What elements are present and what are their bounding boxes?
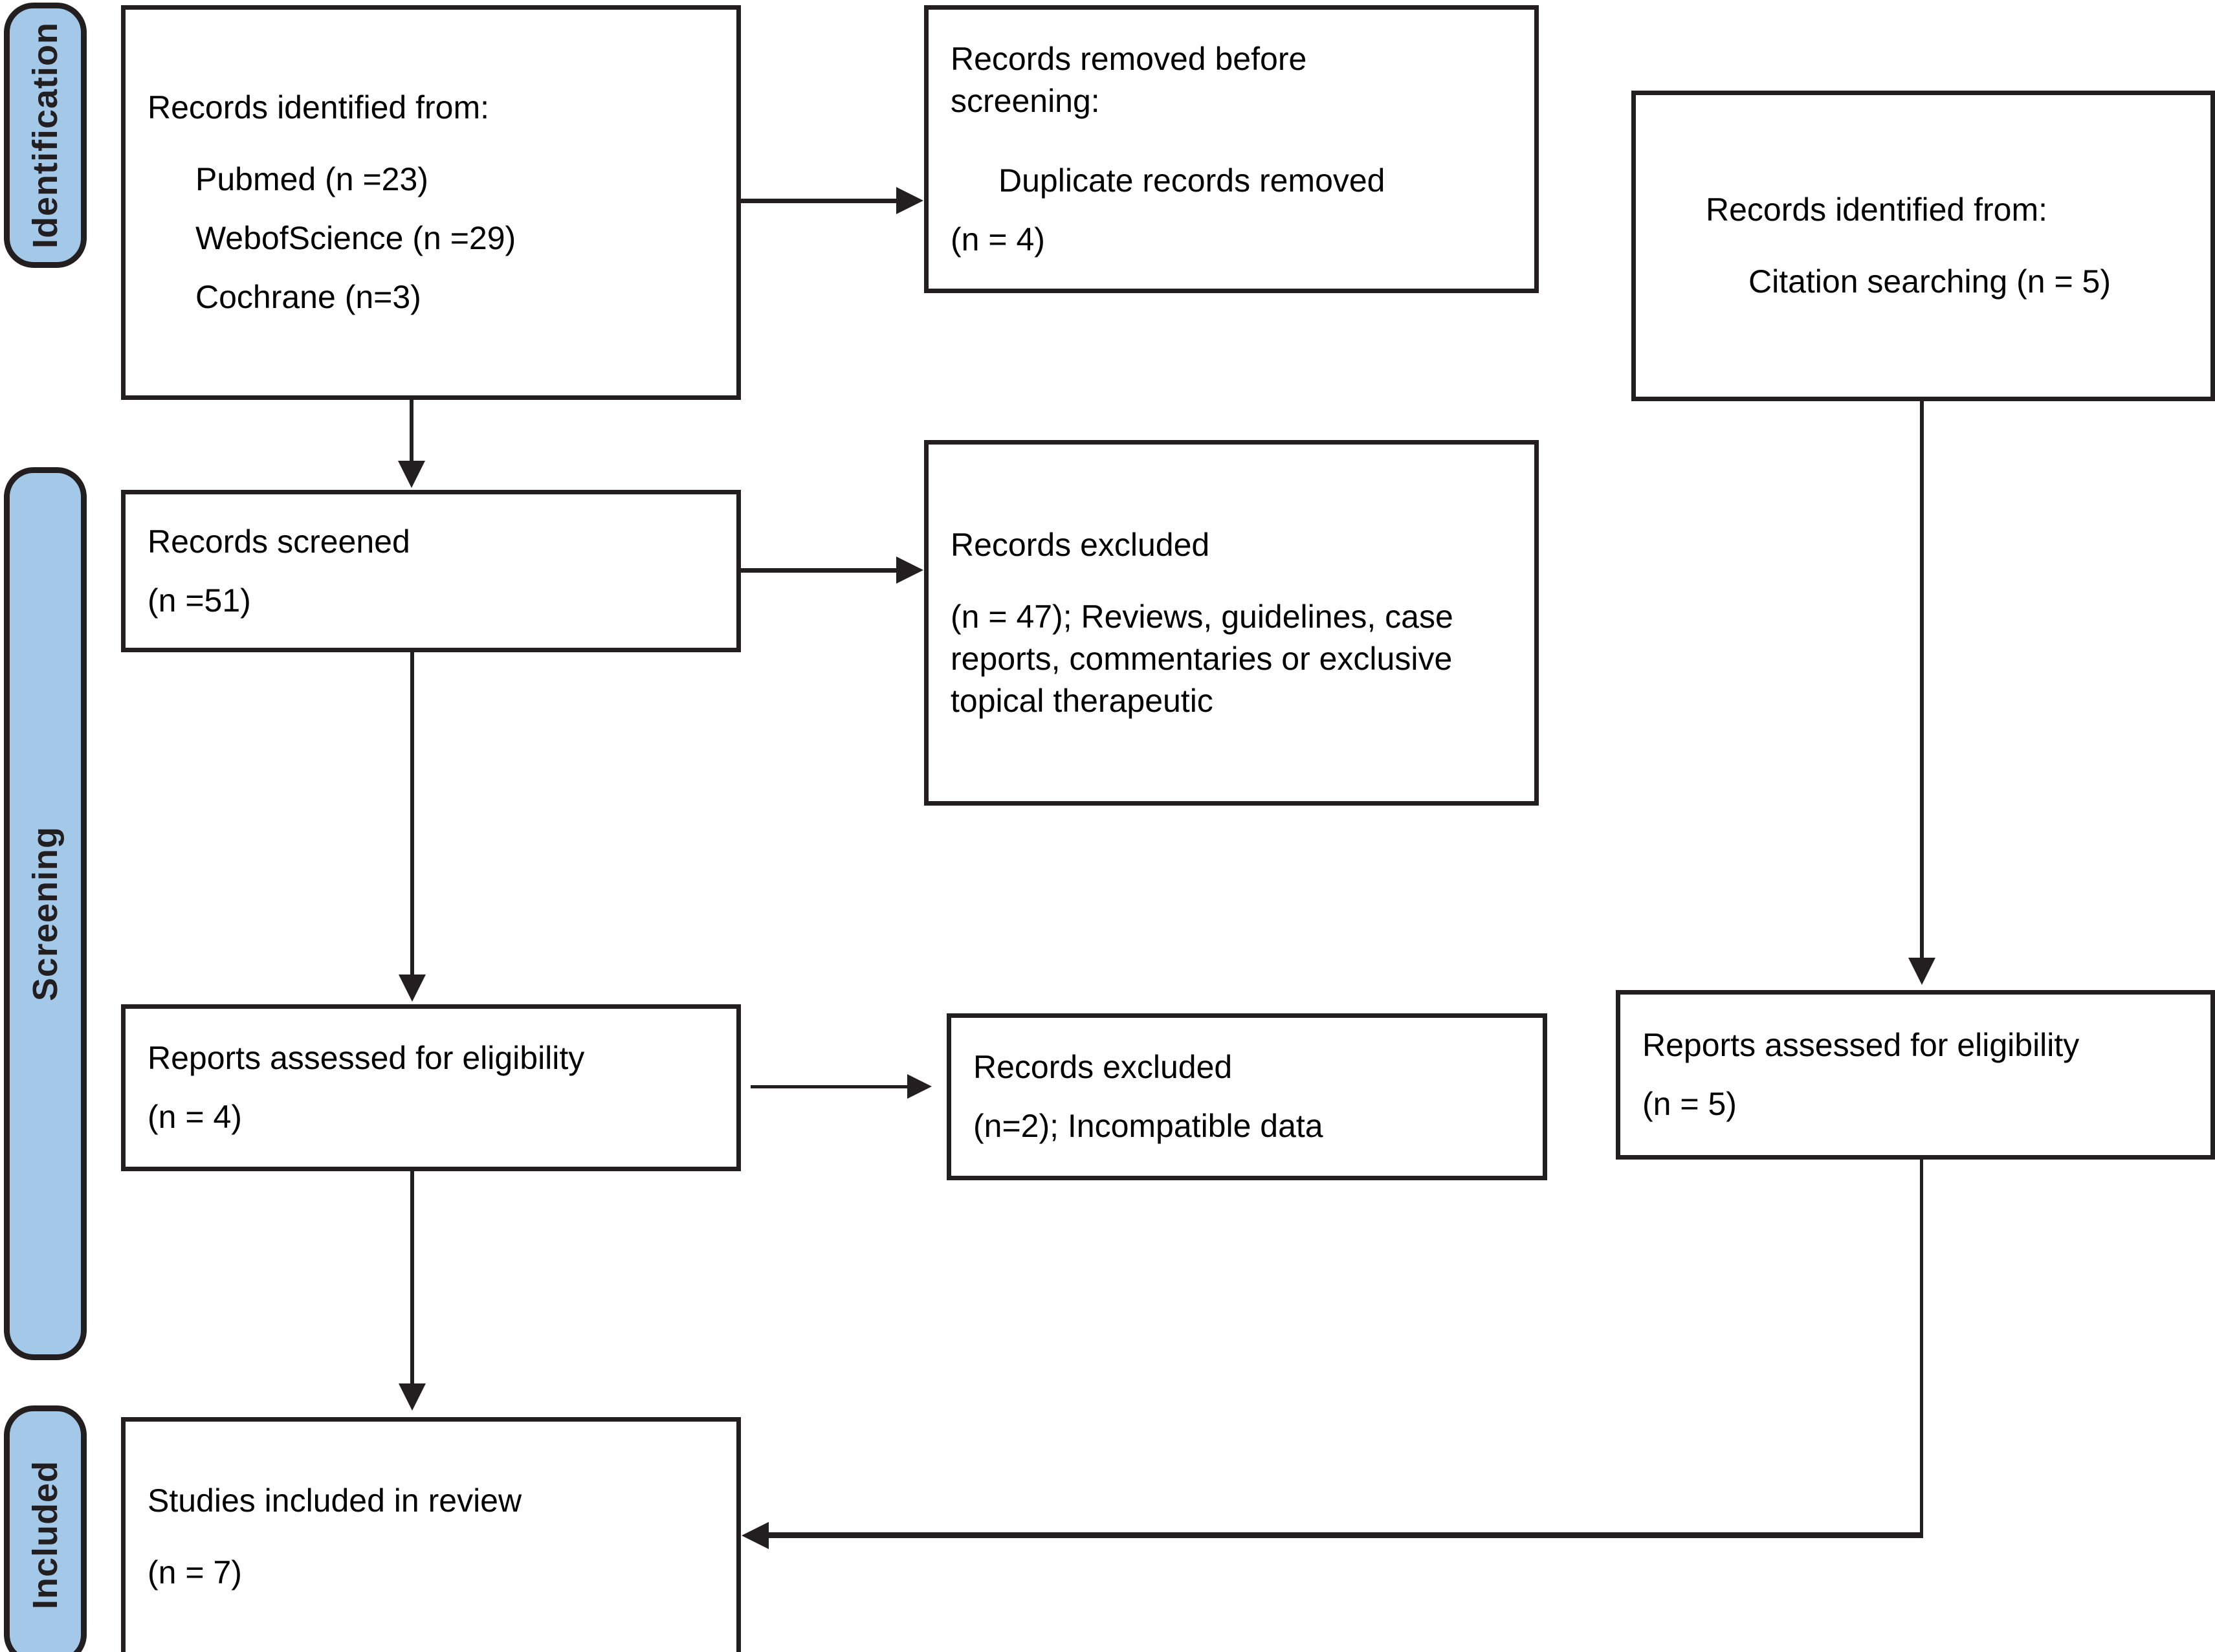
records-removed-italic-before: before xyxy=(1215,40,1307,77)
reports-assessed-left-count: (n = 4) xyxy=(148,1099,242,1135)
citation-identified-source: Citation searching (n = 5) xyxy=(1748,263,2111,300)
records-removed-detail: Duplicate records removed xyxy=(998,162,1385,199)
box-records-identified-databases: Records identified from: Pubmed (n =23) … xyxy=(121,5,741,400)
records-removed-line-2: screening: xyxy=(951,80,1512,122)
citation-identified-heading: Records identified from: xyxy=(1706,192,2048,228)
box-reports-assessed-right: Reports assessed for eligibility (n = 5) xyxy=(1616,990,2215,1160)
connector-reports-to-studies xyxy=(410,1171,414,1385)
connector-reports-to-excluded-eligibility xyxy=(751,1085,909,1088)
spacer xyxy=(973,1088,1521,1105)
box-reports-assessed-left: Reports assessed for eligibility (n = 4) xyxy=(121,1004,741,1171)
records-removed-colon: : xyxy=(1090,82,1100,119)
records-removed-italic-screening: screening xyxy=(951,82,1091,119)
spacer xyxy=(148,1522,714,1552)
stage-bar-screening: Screening xyxy=(4,467,87,1360)
spacer xyxy=(148,201,714,217)
box-records-screened: Records screened (n =51) xyxy=(121,490,741,652)
records-excluded-eligibility-title: Records excluded xyxy=(973,1049,1233,1085)
records-screened-title: Records screened xyxy=(148,523,410,560)
arrowhead-reports-to-excluded-eligibility xyxy=(907,1074,932,1099)
records-removed-count: (n = 4) xyxy=(951,221,1045,258)
records-excluded-screening-title: Records excluded xyxy=(951,526,1210,563)
studies-included-title: Studies included in review xyxy=(148,1482,522,1519)
records-identified-source-cochrane: Cochrane (n=3) xyxy=(195,279,421,315)
spacer xyxy=(148,259,714,276)
reports-assessed-right-count: (n = 5) xyxy=(1642,1086,1737,1122)
arrowhead-reports-right-to-studies xyxy=(742,1522,769,1549)
connector-databases-to-removed xyxy=(741,199,896,203)
stage-label-included: Included xyxy=(26,1460,65,1609)
spacer xyxy=(951,202,1512,219)
connector-reports-right-to-studies xyxy=(767,1532,1923,1538)
box-records-removed-before-screening: Records removed before screening: Duplic… xyxy=(924,5,1539,293)
stage-label-screening: Screening xyxy=(26,826,65,1002)
box-studies-included: Studies included in review (n = 7) xyxy=(121,1417,741,1652)
records-excluded-eligibility-detail: (n=2); Incompatible data xyxy=(973,1108,1323,1144)
box-records-excluded-screening: Records excluded (n = 47); Reviews, guid… xyxy=(924,440,1539,806)
records-removed-prefix: Records removed xyxy=(951,40,1215,77)
studies-included-count: (n = 7) xyxy=(148,1554,242,1591)
records-identified-source-webofscience: WebofScience (n =29) xyxy=(195,220,516,256)
box-records-excluded-eligibility: Records excluded (n=2); Incompatible dat… xyxy=(947,1013,1547,1180)
spacer xyxy=(1658,231,2188,261)
box-records-identified-citation: Records identified from: Citation search… xyxy=(1631,91,2215,401)
spacer xyxy=(951,122,1512,160)
spacer xyxy=(148,1079,714,1096)
records-removed-line-1: Records removed before xyxy=(951,38,1512,80)
connector-citation-to-reports-right xyxy=(1920,401,1924,959)
records-identified-heading: Records identified from: xyxy=(148,89,490,126)
connector-reports-right-down xyxy=(1920,1160,1923,1535)
reports-assessed-left-title: Reports assessed for eligibility xyxy=(148,1040,585,1076)
connector-screened-to-reports xyxy=(410,652,414,976)
arrowhead-databases-to-removed xyxy=(896,187,923,214)
arrowhead-screened-to-reports xyxy=(399,975,426,1002)
arrowhead-reports-to-studies xyxy=(399,1383,426,1411)
spacer xyxy=(148,563,714,580)
spacer xyxy=(951,566,1512,596)
stage-label-identification: Identification xyxy=(26,22,65,248)
stage-bar-included: Included xyxy=(4,1405,87,1652)
records-identified-source-pubmed: Pubmed (n =23) xyxy=(195,161,428,197)
arrowhead-screened-to-excluded xyxy=(896,556,923,584)
connector-screened-to-excluded xyxy=(741,568,896,573)
records-screened-count: (n =51) xyxy=(148,582,251,619)
records-excluded-screening-detail: (n = 47); Reviews, guidelines, case repo… xyxy=(951,598,1462,719)
reports-assessed-right-title: Reports assessed for eligibility xyxy=(1642,1027,2080,1063)
connector-databases-to-screened xyxy=(410,400,413,462)
spacer xyxy=(1642,1066,2188,1083)
spacer xyxy=(148,129,714,159)
stage-bar-identification: Identification xyxy=(4,3,87,268)
arrowhead-databases-to-screened xyxy=(398,461,425,488)
arrowhead-citation-to-reports-right xyxy=(1908,958,1935,985)
